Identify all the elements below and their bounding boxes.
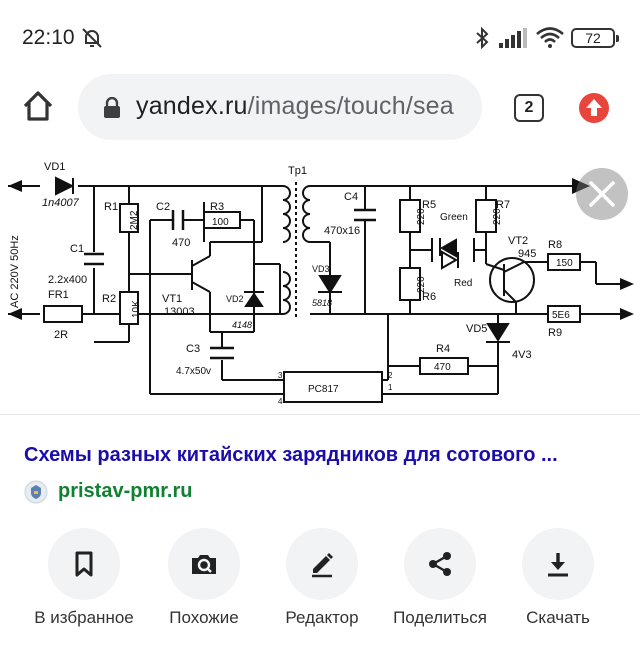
status-time: 22:10: [22, 26, 75, 49]
label-pin1: 1: [388, 383, 393, 392]
label-vd3: VD3: [312, 264, 330, 274]
label-r2-val: 10K: [131, 300, 142, 318]
label-c4: C4: [344, 191, 358, 203]
label-r4: R4: [436, 343, 450, 355]
label-r4-val: 470: [434, 362, 451, 373]
share-label: Поделиться: [393, 608, 487, 627]
label-ac-input: AC 220V 50Hz: [9, 235, 21, 308]
label-red: Red: [454, 278, 472, 289]
download-button[interactable]: Скачать: [508, 528, 608, 638]
source-domain: pristav-pmr.ru: [58, 480, 193, 502]
label-r9: R9: [548, 327, 562, 339]
label-r7: R7: [496, 199, 510, 211]
close-icon: [589, 181, 615, 207]
site-favicon-icon: [24, 480, 48, 504]
label-r6-val: 220: [416, 276, 427, 293]
url-text: yandex.ru/images/touch/sea: [136, 92, 454, 121]
label-r8-val: 150: [556, 258, 573, 269]
camera-search-icon: [192, 555, 216, 574]
signal-icon: [499, 28, 527, 48]
label-c3: C3: [186, 343, 200, 355]
label-vd3-part: 5818: [312, 298, 332, 308]
url-host: yandex.ru: [136, 92, 248, 120]
label-vt1-part: 13003: [164, 306, 195, 318]
label-tp1: Tp1: [288, 165, 307, 177]
download-label: Скачать: [526, 608, 590, 627]
label-vd5: VD5: [466, 323, 487, 335]
label-optocoupler: PC817: [308, 384, 339, 395]
status-bar: 22:10 72: [0, 0, 640, 78]
label-vt2: VT2: [508, 235, 528, 247]
address-bar[interactable]: yandex.ru/images/touch/sea: [78, 74, 482, 140]
download-button-circle[interactable]: [522, 528, 594, 600]
divider: [0, 414, 640, 415]
label-r8: R8: [548, 239, 562, 251]
editor-label: Редактор: [285, 608, 359, 627]
bookmark-icon: [75, 551, 93, 577]
wifi-icon: [536, 27, 564, 48]
label-r1: R1: [104, 201, 118, 213]
url-path: /images/touch/sea: [247, 92, 454, 120]
pencil-icon: [312, 553, 333, 578]
label-vd2: VD2: [226, 294, 244, 304]
label-r3-val: 100: [212, 217, 229, 228]
lock-icon: [104, 97, 120, 118]
tab-switcher-icon[interactable]: 2: [514, 94, 544, 122]
label-vt2-part: 945: [518, 248, 536, 260]
label-pin3: 3: [278, 371, 283, 380]
label-r5-val: 220: [416, 208, 427, 225]
result-title-link[interactable]: Схемы разных китайских зарядников для со…: [24, 444, 558, 466]
download-icon: [548, 553, 568, 577]
label-vd1-part: 1n4007: [42, 197, 80, 209]
label-c2: C2: [156, 201, 170, 213]
label-r6: R6: [422, 291, 436, 303]
circuit-schematic: VD1 1n4007 R1 2M2 C2 470 R3 100 Tp1 C4 4…: [8, 161, 634, 406]
browser-toolbar: yandex.ru/images/touch/sea 2: [0, 70, 640, 150]
label-c3-val: 4.7x50v: [176, 366, 211, 377]
similar-label: Похожие: [169, 608, 239, 627]
share-button[interactable]: Поделиться: [390, 528, 490, 638]
do-not-disturb-icon: [82, 28, 102, 48]
bookmark-button[interactable]: В избранное: [34, 528, 134, 638]
label-green: Green: [440, 212, 468, 223]
label-vd2-part: 4148: [232, 320, 252, 330]
home-icon[interactable]: [18, 86, 58, 126]
label-fr1: FR1: [48, 289, 69, 301]
editor-button-circle[interactable]: [286, 528, 358, 600]
label-c2-val: 470: [172, 237, 190, 249]
label-vt1: VT1: [162, 293, 182, 305]
label-fr1-val: 2R: [54, 329, 68, 341]
share-icon: [429, 552, 451, 576]
battery-icon: 72: [571, 28, 619, 48]
label-pin4: 4: [278, 397, 283, 406]
bookmark-label: В избранное: [34, 608, 134, 627]
bluetooth-icon: [476, 26, 489, 50]
label-r1-val: 2M2: [129, 210, 140, 230]
label-r7-val: 220: [492, 208, 503, 225]
bookmark-button-circle[interactable]: [48, 528, 120, 600]
label-c4-val: 470x16: [324, 225, 360, 237]
label-r2: R2: [102, 293, 116, 305]
label-vd1: VD1: [44, 161, 65, 173]
editor-button[interactable]: Редактор: [272, 528, 372, 638]
share-button-circle[interactable]: [404, 528, 476, 600]
image-viewer[interactable]: VD1 1n4007 R1 2M2 C2 470 R3 100 Tp1 C4 4…: [0, 152, 640, 414]
label-r3: R3: [210, 201, 224, 213]
similar-button-circle[interactable]: [168, 528, 240, 600]
label-r9-val: 5E6: [552, 310, 570, 321]
label-vd5-val: 4V3: [512, 349, 532, 361]
update-icon[interactable]: [578, 92, 610, 124]
label-c1-val: 2.2x400: [48, 274, 87, 286]
label-r5: R5: [422, 199, 436, 211]
label-pin2: 2: [388, 371, 393, 380]
similar-button[interactable]: Похожие: [154, 528, 254, 638]
label-c1: C1: [70, 243, 84, 255]
close-image-button[interactable]: [576, 168, 628, 220]
